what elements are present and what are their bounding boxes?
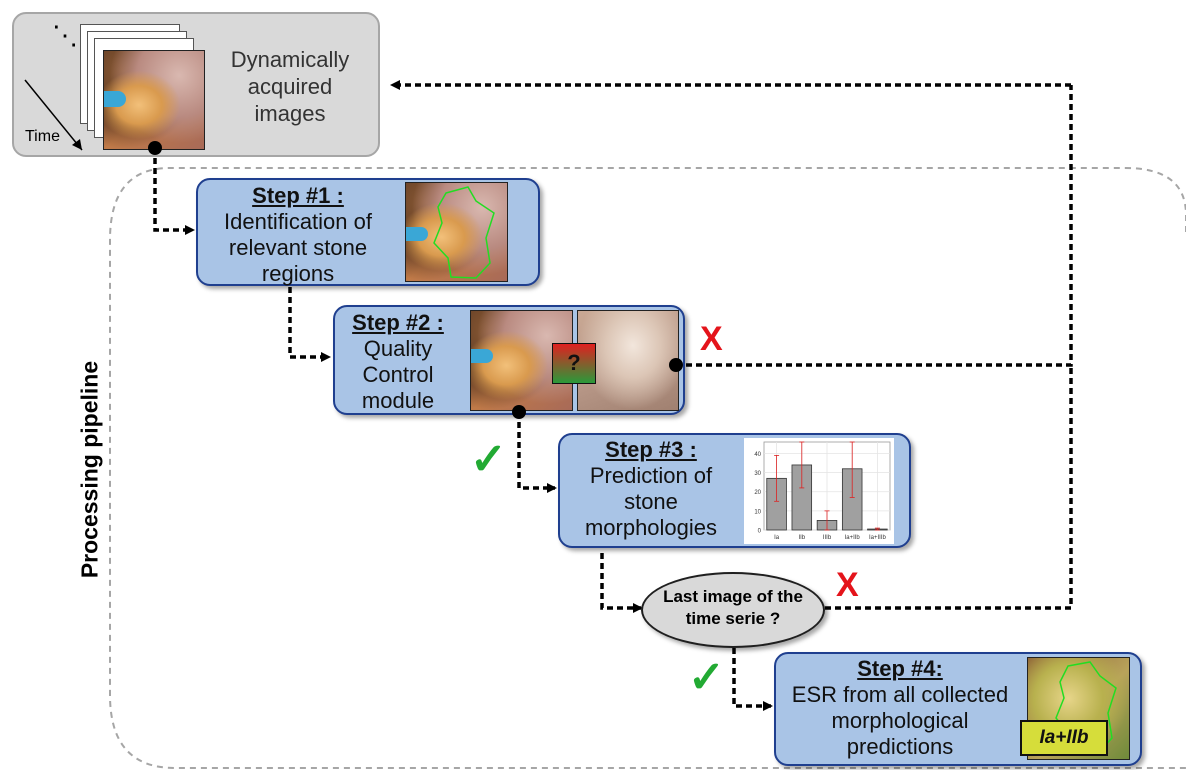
chart-xtick-label: IIb bbox=[798, 535, 805, 541]
arrow-decision-to-step4 bbox=[732, 648, 773, 711]
decision-text: Last image of the time serie ? bbox=[663, 587, 803, 628]
arrow-step2-to-step3 bbox=[517, 412, 557, 493]
segmentation-outline bbox=[433, 186, 495, 279]
arrow-step3-to-decision bbox=[600, 553, 643, 613]
arrow-step2-reject bbox=[676, 85, 1073, 367]
time-arrow bbox=[24, 79, 83, 151]
chart-xtick-label: Ia+IIb bbox=[845, 535, 861, 541]
esr-result-label: Ia+IIb bbox=[1039, 727, 1089, 748]
acquisition-label: Dynamically acquired images bbox=[230, 47, 350, 126]
connector-dot bbox=[669, 358, 683, 372]
chart-xtick-label: Ia+IIIb bbox=[869, 535, 887, 541]
laser-tip bbox=[104, 91, 126, 107]
laser-tip bbox=[406, 227, 428, 241]
connector-dot bbox=[512, 405, 526, 419]
time-dots: ⋱ bbox=[52, 20, 78, 50]
question-mark: ? bbox=[567, 350, 581, 375]
decision-ellipse bbox=[641, 572, 825, 648]
step1-text: Step #1 : Identification of relevant sto… bbox=[203, 183, 393, 287]
chart-ytick-label: 40 bbox=[754, 452, 761, 458]
reject-mark-step2: X bbox=[700, 320, 723, 358]
time-label: Time bbox=[25, 128, 60, 145]
chart-xtick-label: IIIb bbox=[823, 535, 832, 541]
step3-description: Prediction of stone morphologies bbox=[584, 463, 718, 540]
step2-text: Step #2 : Quality Control module bbox=[338, 310, 458, 414]
accept-mark-step2: ✓ bbox=[470, 435, 507, 484]
chart-ytick-label: 0 bbox=[758, 529, 762, 535]
arrow-step1-to-step2 bbox=[288, 287, 331, 362]
chart-ytick-label: 10 bbox=[754, 509, 761, 515]
arrow-images-to-step1 bbox=[153, 148, 195, 235]
quality-question-badge: ? bbox=[552, 343, 596, 384]
accept-mark-decision: ✓ bbox=[688, 653, 725, 702]
chart-xtick-label: Ia bbox=[774, 535, 780, 541]
chart-ytick-label: 30 bbox=[754, 471, 761, 477]
chart-ytick-label: 20 bbox=[754, 490, 761, 496]
step1-title: Step #1 : bbox=[252, 183, 344, 208]
step3-text: Step #3 : Prediction of stone morphologi… bbox=[566, 437, 736, 541]
step4-text: Step #4: ESR from all collected morpholo… bbox=[778, 656, 1022, 760]
connector-dot bbox=[148, 141, 162, 155]
esr-result-badge: Ia+IIb bbox=[1020, 720, 1108, 756]
step2-description: Quality Control module bbox=[361, 336, 435, 413]
step3-title: Step #3 : bbox=[605, 437, 697, 462]
laser-tip bbox=[471, 349, 493, 363]
pipeline-label: Processing pipeline bbox=[76, 360, 103, 579]
step1-segmented-image bbox=[405, 182, 508, 282]
acquired-image bbox=[103, 50, 205, 150]
step2-title: Step #2 : bbox=[352, 310, 444, 335]
step4-description: ESR from all collected morphological pre… bbox=[791, 682, 1009, 759]
reject-mark-decision: X bbox=[836, 566, 859, 604]
step4-title: Step #4: bbox=[857, 656, 943, 681]
arrow-decision-reject bbox=[825, 365, 1073, 610]
pipeline-frame bbox=[109, 167, 1186, 769]
step1-description: Identification of relevant stone regions bbox=[224, 209, 372, 286]
